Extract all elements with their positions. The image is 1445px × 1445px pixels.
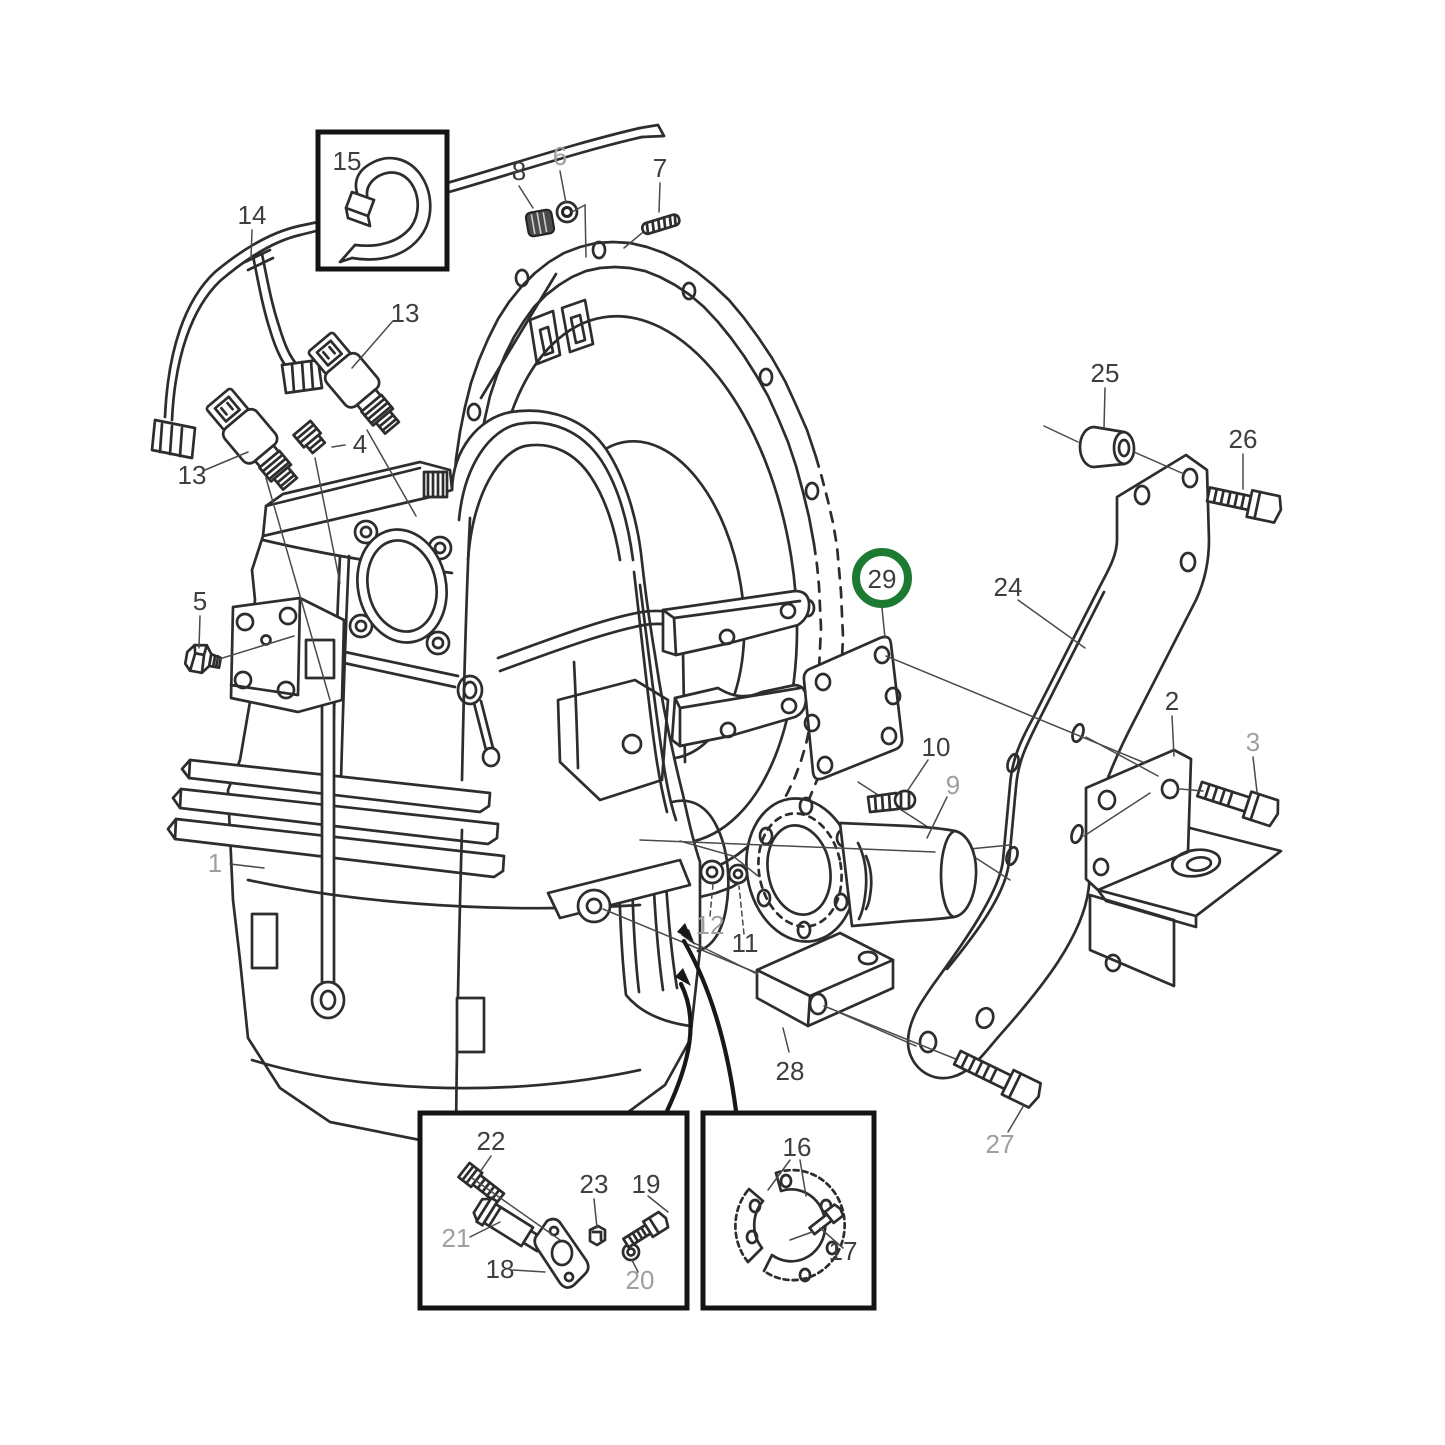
svg-text:17: 17: [829, 1236, 858, 1266]
svg-text:18: 18: [486, 1254, 515, 1284]
svg-text:16: 16: [783, 1132, 812, 1162]
svg-text:7: 7: [653, 153, 667, 183]
svg-text:5: 5: [193, 586, 207, 616]
svg-text:10: 10: [922, 732, 951, 762]
svg-text:29: 29: [868, 564, 897, 594]
svg-text:4: 4: [353, 429, 367, 459]
svg-text:1: 1: [208, 848, 222, 878]
svg-text:19: 19: [632, 1169, 661, 1199]
svg-text:14: 14: [238, 200, 267, 230]
svg-text:11: 11: [732, 928, 759, 958]
svg-text:25: 25: [1091, 358, 1120, 388]
svg-text:26: 26: [1229, 424, 1258, 454]
svg-text:20: 20: [626, 1265, 655, 1295]
svg-text:3: 3: [1246, 727, 1260, 757]
svg-text:22: 22: [477, 1126, 506, 1156]
svg-text:13: 13: [391, 298, 420, 328]
svg-text:9: 9: [946, 770, 960, 800]
svg-text:8: 8: [512, 156, 526, 186]
svg-text:15: 15: [333, 146, 362, 176]
svg-text:2: 2: [1165, 686, 1179, 716]
svg-text:13: 13: [178, 460, 207, 490]
svg-text:21: 21: [442, 1223, 471, 1253]
svg-text:23: 23: [580, 1169, 609, 1199]
svg-text:28: 28: [776, 1056, 805, 1086]
svg-text:24: 24: [994, 572, 1023, 602]
svg-text:6: 6: [553, 141, 567, 171]
svg-text:27: 27: [986, 1129, 1015, 1159]
